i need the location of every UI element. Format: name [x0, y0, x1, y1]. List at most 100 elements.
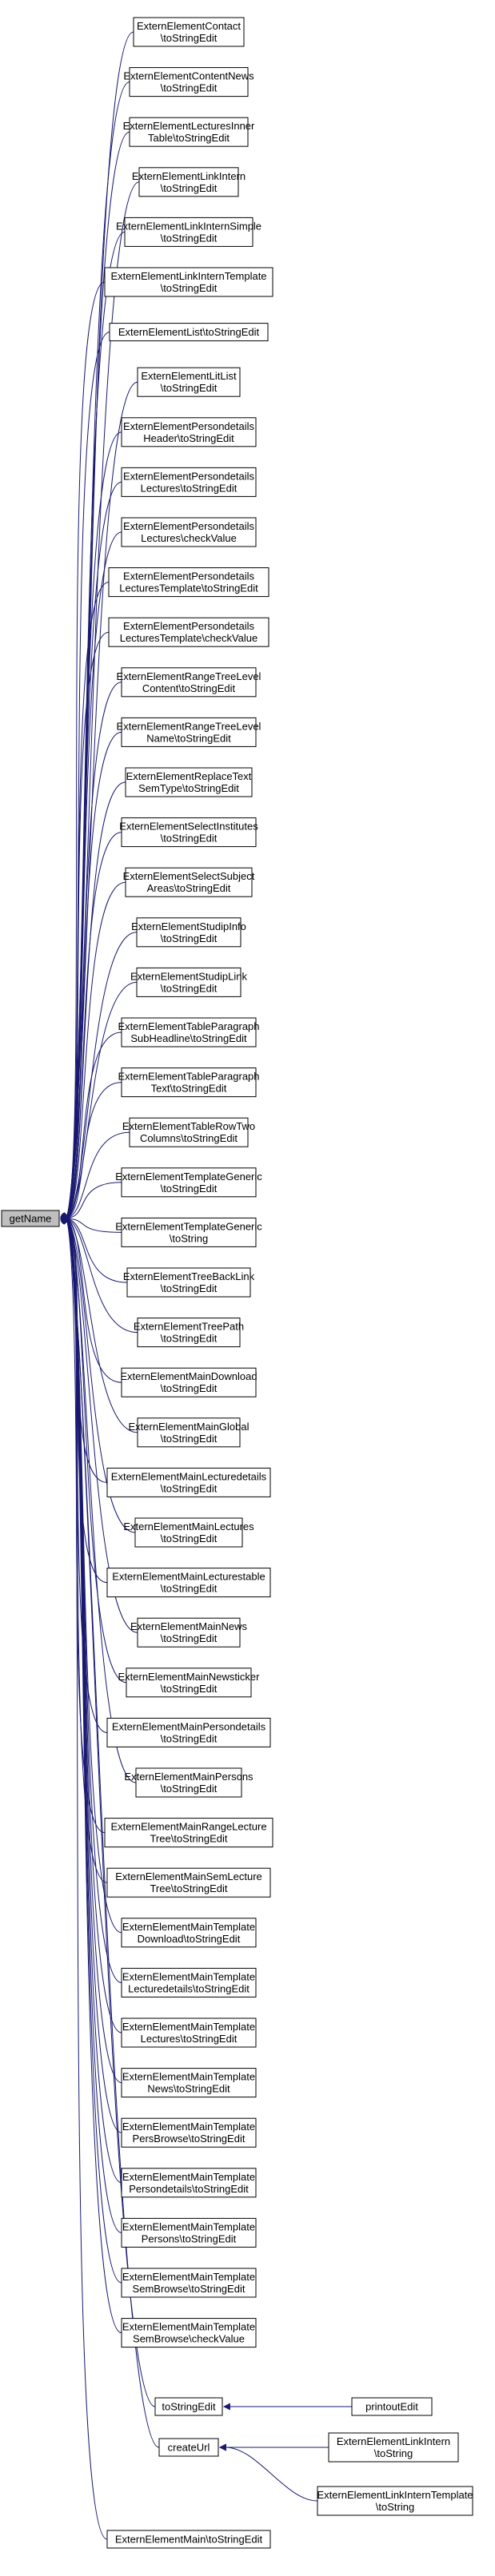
secondary-caller-node-box: [317, 2486, 473, 2516]
caller-node[interactable]: ExternElementMainLecturedetails\toString…: [106, 1467, 271, 1497]
caller-node-label-line: \toStringEdit: [161, 1532, 218, 1544]
caller-node-label-line: toStringEdit: [162, 2401, 216, 2413]
caller-node-box: [135, 1767, 242, 1798]
caller-node[interactable]: ExternElementList\toStringEdit: [109, 323, 269, 342]
secondary-caller-node[interactable]: ExternElementLinkIntern\toString: [328, 2432, 459, 2463]
caller-node[interactable]: ExternElementMainSemLectureTree\toString…: [106, 1867, 271, 1898]
caller-node[interactable]: toStringEdit: [154, 2397, 223, 2416]
caller-node[interactable]: ExternElementMainTemplateSemBrowse\check…: [121, 2318, 257, 2348]
caller-node-label-line: ExternElementContact: [137, 20, 241, 32]
caller-node-box: [124, 217, 253, 247]
caller-node[interactable]: ExternElementTemplateGeneric\toString: [115, 1217, 262, 1247]
caller-node[interactable]: createUrl: [158, 2438, 219, 2457]
caller-node-label-line: \toString: [170, 1232, 208, 1244]
caller-node-label-line: ExternElementMainGlobal: [128, 1421, 249, 1433]
caller-node[interactable]: ExternElementReplaceTextSemType\toString…: [125, 767, 253, 797]
caller-node-box: [137, 1417, 241, 1448]
caller-node[interactable]: ExternElementMainPersons\toStringEdit: [124, 1767, 253, 1798]
caller-node[interactable]: ExternElementMainTemplateLectures\toStri…: [121, 2017, 257, 2048]
caller-edge: [63, 281, 106, 1225]
caller-node-label-line: Columns\toStringEdit: [140, 1132, 238, 1144]
caller-node[interactable]: ExternElementPersondetailsLectures\check…: [121, 517, 257, 547]
caller-node-label-line: \toStringEdit: [161, 182, 218, 194]
caller-edge: [61, 881, 126, 1223]
caller-node-label-line: ExternElementMainTemplate: [122, 2021, 255, 2033]
caller-node[interactable]: ExternElementTemplateGeneric\toStringEdi…: [115, 1167, 262, 1198]
caller-node[interactable]: ExternElementMainLecturestable\toStringE…: [106, 1568, 271, 1598]
caller-node[interactable]: ExternElementPersondetailsHeader\toStrin…: [121, 417, 257, 447]
caller-node-box: [158, 2438, 219, 2457]
caller-node[interactable]: ExternElementRangeTreeLevelName\toString…: [117, 717, 261, 747]
caller-node-label-line: ExternElementPersondetails: [123, 470, 255, 482]
caller-node[interactable]: ExternElementMainNewsticker\toStringEdit: [118, 1668, 260, 1698]
caller-edge: [62, 1212, 108, 2540]
caller-node-label-line: createUrl: [168, 2442, 210, 2454]
caller-node-box: [108, 567, 269, 598]
caller-node-box: [137, 1617, 241, 1648]
caller-node[interactable]: ExternElementLitList\toStringEdit: [137, 367, 241, 397]
caller-node[interactable]: ExternElementLinkInternSimple\toStringEd…: [116, 217, 261, 247]
caller-node-box: [121, 1067, 257, 1098]
caller-node[interactable]: ExternElementSelectInstitutes\toStringEd…: [119, 817, 258, 848]
caller-node-label-line: Persons\toStringEdit: [142, 2232, 237, 2244]
caller-node-label-line: ExternElementMain\toStringEdit: [115, 2534, 263, 2546]
caller-node-label-line: ExternElementMainPersons: [124, 1771, 253, 1783]
caller-node[interactable]: ExternElementPersondetailsLectures\toStr…: [121, 467, 257, 497]
secondary-caller-node[interactable]: printoutEdit: [351, 2397, 433, 2416]
caller-node[interactable]: ExternElementMain\toStringEdit: [106, 2530, 271, 2549]
caller-node-box: [154, 2397, 223, 2416]
caller-node[interactable]: ExternElementMainLectures\toStringEdit: [123, 1517, 254, 1548]
caller-node[interactable]: ExternElementMainTemplateSemBrowse\toStr…: [121, 2268, 257, 2298]
caller-node-label-line: \toStringEdit: [161, 382, 218, 394]
secondary-caller-node-label-line: ExternElementLinkIntern: [337, 2435, 450, 2447]
caller-node-label-line: ExternElementLitList: [141, 370, 237, 382]
caller-node-label-line: \toStringEdit: [161, 982, 218, 994]
caller-node[interactable]: ExternElementTreePath\toStringEdit: [134, 1318, 244, 1348]
caller-node[interactable]: ExternElementTreeBackLink\toStringEdit: [123, 1267, 255, 1298]
caller-node-label-line: ExternElementTableParagraph: [118, 1020, 259, 1032]
caller-node[interactable]: ExternElementMainPersondetails\toStringE…: [106, 1717, 271, 1747]
caller-node[interactable]: ExternElementPersondetailsLecturesTempla…: [108, 567, 269, 598]
caller-node[interactable]: ExternElementTableParagraphSubHeadline\t…: [118, 1017, 260, 1047]
caller-node[interactable]: ExternElementRangeTreeLevelContent\toStr…: [117, 667, 261, 698]
caller-edge: [63, 332, 110, 1225]
caller-node-box: [121, 2217, 257, 2248]
caller-node[interactable]: ExternElementMainTemplatePersondetails\t…: [121, 2168, 257, 2198]
caller-node[interactable]: ExternElementMainTemplateNews\toStringEd…: [121, 2068, 257, 2098]
caller-node[interactable]: ExternElementMainDownload\toStringEdit: [120, 1367, 257, 1397]
caller-node-label-line: ExternElementTemplateGeneric: [115, 1220, 262, 1232]
secondary-caller-node[interactable]: ExternElementLinkInternTemplate\toString: [317, 2486, 473, 2516]
caller-node[interactable]: ExternElementMainTemplateLecturedetails\…: [121, 1967, 257, 1998]
caller-node[interactable]: ExternElementContentNews\toStringEdit: [123, 67, 254, 97]
caller-node[interactable]: ExternElementTableParagraphText\toString…: [118, 1067, 260, 1098]
caller-node[interactable]: ExternElementContact\toStringEdit: [133, 17, 245, 47]
caller-edge: [62, 1213, 108, 1733]
root-node[interactable]: getName: [1, 1210, 60, 1227]
caller-edge: [62, 832, 122, 1223]
caller-node[interactable]: ExternElementPersondetailsLecturesTempla…: [108, 617, 269, 647]
caller-node[interactable]: ExternElementSelectSubjectAreas\toString…: [123, 867, 255, 897]
caller-node-box: [126, 1668, 252, 1698]
caller-node[interactable]: ExternElementMainGlobal\toStringEdit: [128, 1417, 249, 1448]
caller-node-label-line: ExternElementMainLecturestable: [112, 1571, 265, 1583]
caller-edge: [62, 1213, 137, 1783]
caller-node[interactable]: ExternElementLinkInternTemplate\toString…: [104, 267, 273, 297]
caller-node-label-line: \toStringEdit: [161, 1482, 218, 1494]
caller-node-box: [121, 2017, 257, 2048]
caller-node-box: [121, 667, 257, 698]
caller-node[interactable]: ExternElementStudipInfo\toStringEdit: [131, 917, 246, 948]
caller-node-label-line: ExternElementRangeTreeLevel: [117, 720, 261, 732]
caller-node-box: [121, 517, 257, 547]
caller-node[interactable]: ExternElementMainRangeLectureTree\toStri…: [104, 1818, 273, 1848]
caller-node-label-line: ExternElementMainLectures: [123, 1521, 254, 1532]
caller-node-box: [109, 323, 269, 342]
caller-node[interactable]: ExternElementMainTemplatePersBrowse\toSt…: [121, 2117, 257, 2148]
caller-node[interactable]: ExternElementMainTemplatePersons\toStrin…: [121, 2217, 257, 2248]
caller-node[interactable]: ExternElementTableRowTwoColumns\toString…: [122, 1117, 255, 1147]
caller-node[interactable]: ExternElementMainNews\toStringEdit: [130, 1617, 247, 1648]
caller-node[interactable]: ExternElementStudipLink\toStringEdit: [130, 967, 247, 997]
caller-node[interactable]: ExternElementMainTemplateDownload\toStri…: [121, 1918, 257, 1948]
caller-node-label-line: ExternElementTableRowTwo: [122, 1120, 255, 1132]
caller-node[interactable]: ExternElementLecturesInnerTable\toString…: [123, 117, 255, 147]
caller-node[interactable]: ExternElementLinkIntern\toStringEdit: [132, 167, 246, 197]
